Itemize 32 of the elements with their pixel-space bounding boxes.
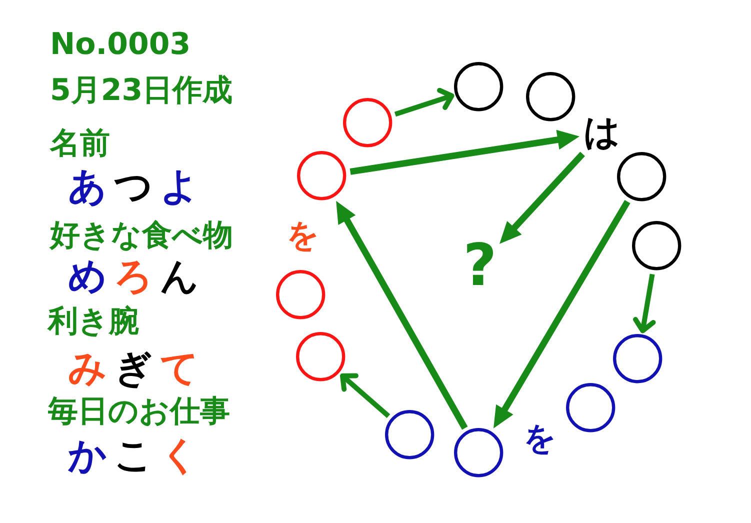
empty-circle [276, 270, 326, 320]
answer-text: めろん [68, 256, 199, 298]
answer-text: あつよ [68, 166, 199, 208]
arrow [490, 200, 630, 430]
arrow [497, 152, 585, 246]
question-mark: ? [463, 236, 497, 294]
empty-circle [566, 383, 616, 433]
empty-circle [613, 334, 663, 384]
arrow [394, 88, 454, 117]
arrow [333, 199, 468, 430]
empty-circle [454, 428, 504, 478]
arrow [633, 274, 656, 334]
answer-text: かこく [68, 435, 199, 477]
empty-circle [526, 72, 576, 122]
hiragana-label: は [584, 115, 620, 151]
answer-text: みぎて [68, 348, 199, 390]
record-number: No.0003 [50, 28, 191, 61]
field-label: 毎日のお仕事 [48, 395, 230, 428]
empty-circle [343, 98, 393, 148]
field-label: 好きな食べ物 [50, 219, 233, 252]
empty-circle [632, 221, 682, 271]
field-label: 名前 [50, 127, 110, 160]
empty-circle [296, 332, 346, 382]
arrow [340, 373, 390, 418]
hiragana-label: を [524, 422, 556, 454]
arrow [350, 130, 580, 175]
empty-circle [454, 62, 504, 112]
empty-circle [617, 152, 667, 202]
empty-circle [297, 151, 347, 201]
field-label: 利き腕 [48, 305, 139, 338]
empty-circle [385, 410, 435, 460]
hiragana-label: を [286, 219, 320, 251]
